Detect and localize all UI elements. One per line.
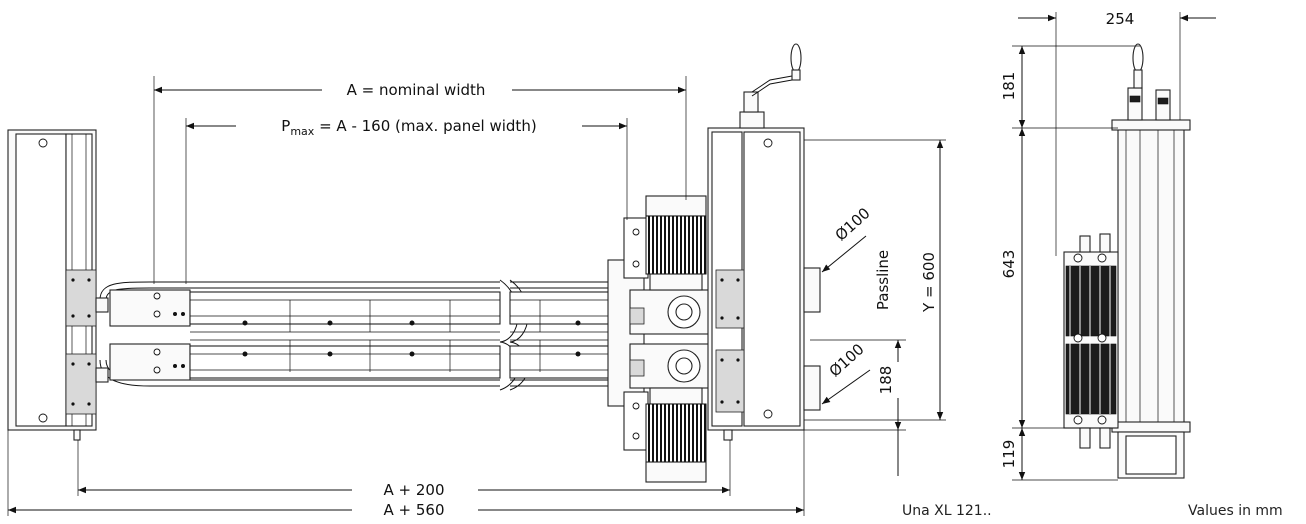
left-end-plate (7, 129, 97, 441)
upper-beam (95, 281, 501, 333)
side-view (1063, 43, 1191, 479)
nominal-width-label: A = nominal width (347, 81, 486, 99)
dim-643-label: 643 (1000, 250, 1018, 279)
drive-unit (607, 195, 711, 483)
dim-188-label: 188 (877, 366, 895, 395)
right-side-plate (707, 43, 821, 441)
dimension-lines (7, 12, 1216, 516)
lower-beam (95, 339, 501, 387)
a-plus-560-label: A + 560 (384, 501, 445, 519)
dim-181-label: 181 (1000, 72, 1018, 101)
diameter-upper-label: Ø100 (832, 204, 874, 244)
model-label: Una XL 121.. (902, 503, 992, 519)
dim-119-label: 119 (1000, 440, 1018, 469)
diameter-lower-label: Ø100 (826, 340, 868, 380)
dim-254-label: 254 (1106, 10, 1135, 28)
pmax-label: Pmax = A - 160 (max. panel width) (281, 117, 536, 138)
a-plus-200-label: A + 200 (384, 481, 445, 499)
y-600-label: Y = 600 (920, 252, 938, 313)
passline-label: Passline (874, 250, 892, 310)
units-note: Values in mm (1188, 503, 1283, 519)
